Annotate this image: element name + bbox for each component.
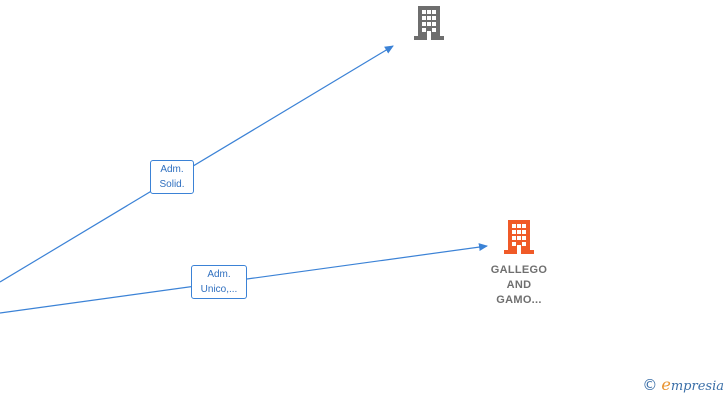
company-name-line: GALLEGO xyxy=(490,264,548,276)
company-name-line: AND xyxy=(506,279,532,291)
building-icon xyxy=(504,220,534,254)
edge-label-adm-solid[interactable]: Adm. Solid. xyxy=(150,160,194,194)
brand-logo-initial: e xyxy=(661,375,671,394)
edge-label-line: Solid. xyxy=(159,179,185,190)
company-node-gallego[interactable]: GALLEGO AND GAMO... xyxy=(478,220,560,308)
edge-line-1 xyxy=(0,45,394,283)
edge-label-line: Unico,... xyxy=(200,284,238,295)
edge-label-line: Adm. xyxy=(160,164,184,175)
company-name: GALLEGO AND GAMO... xyxy=(478,263,560,308)
company-name-line: GAMO... xyxy=(496,294,542,306)
company-node-top[interactable] xyxy=(412,6,446,45)
edge-label-adm-unico[interactable]: Adm. Unico,... xyxy=(191,265,247,299)
copyright-icon: © xyxy=(642,375,658,394)
brand-logo: empresia xyxy=(661,375,724,394)
building-icon xyxy=(414,6,444,40)
edge-label-line: Adm. xyxy=(207,269,231,280)
brand-logo-rest: mpresia xyxy=(670,379,724,394)
empresia-watermark: © empresia xyxy=(642,375,724,394)
